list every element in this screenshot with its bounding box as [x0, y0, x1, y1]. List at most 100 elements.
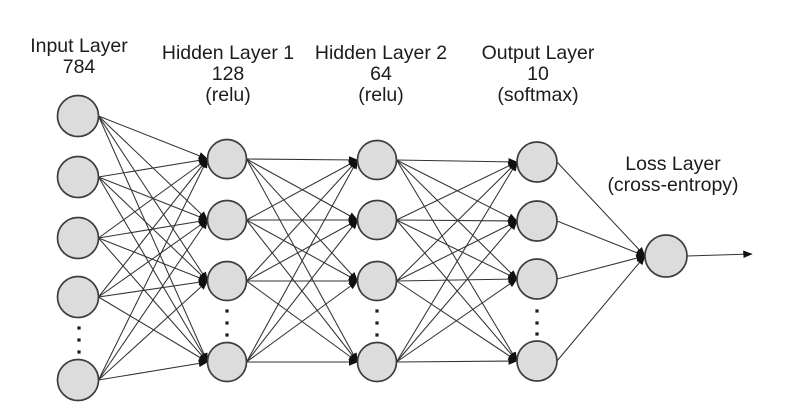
edge — [98, 219, 209, 298]
layer-output-nodes — [516, 141, 558, 382]
edge — [98, 296, 209, 363]
layer-label-output-line-2: 10 — [527, 63, 549, 85]
layer-hidden2-nodes — [356, 139, 398, 383]
ellipsis-dot — [77, 338, 81, 342]
node-output-1 — [516, 141, 558, 183]
edge — [396, 219, 518, 362]
node-input-1 — [56, 94, 100, 138]
edge — [246, 219, 359, 282]
edge — [396, 220, 518, 363]
edge — [396, 220, 518, 282]
edge — [396, 357, 518, 365]
node-input-3 — [56, 216, 100, 260]
edge — [98, 158, 208, 298]
node-hidden2-3 — [356, 260, 398, 302]
edges-output-loss — [556, 161, 646, 362]
layer-hidden1-nodes — [206, 138, 248, 383]
edge — [98, 278, 209, 298]
edge — [98, 158, 208, 381]
edges-input-hidden1 — [98, 115, 209, 381]
edge — [246, 159, 359, 221]
edges-hidden1-hidden2 — [246, 156, 359, 366]
layer-label-hidden2-line-2: 64 — [370, 63, 392, 85]
edge — [396, 278, 518, 363]
layer-label-input-line-1: Input Layer — [30, 35, 128, 57]
layer-label-loss-line-1: Loss Layer — [625, 153, 721, 175]
edge — [556, 255, 646, 362]
node-output-2 — [516, 200, 558, 242]
edge — [396, 161, 518, 221]
node-hidden1-3 — [206, 260, 248, 302]
ellipsis-dot — [225, 333, 229, 337]
node-input-4 — [56, 275, 100, 319]
ellipsis-input — [77, 326, 81, 354]
edge — [396, 275, 518, 283]
layer-label-hidden1-line-1: Hidden Layer 1 — [162, 42, 294, 64]
loss-output-arrow — [686, 250, 753, 259]
edge — [246, 156, 359, 164]
edge — [396, 161, 518, 363]
ellipsis-dot — [77, 326, 81, 330]
edge — [98, 115, 209, 160]
edge — [556, 254, 646, 280]
edge — [396, 159, 518, 362]
ellipsis-dot — [535, 332, 539, 336]
edge — [556, 220, 646, 257]
layer-label-hidden2: Hidden Layer 264(relu) — [315, 42, 447, 106]
edge — [98, 158, 209, 239]
layer-loss-nodes — [644, 234, 688, 278]
node-hidden2-4 — [356, 341, 398, 383]
edge — [98, 219, 208, 381]
edge — [246, 159, 358, 363]
edge — [98, 115, 208, 363]
layer-label-hidden2-line-3: (relu) — [358, 84, 404, 106]
edge — [98, 217, 209, 239]
edge — [98, 359, 209, 381]
ellipsis-output — [535, 309, 539, 336]
edge — [556, 161, 646, 257]
layer-input-nodes — [56, 94, 100, 402]
ellipsis-dot — [375, 321, 379, 325]
edge — [396, 158, 518, 166]
node-hidden2-1 — [356, 139, 398, 181]
edge — [396, 161, 518, 282]
node-output-3 — [516, 258, 558, 300]
layer-label-output-line-3: (softmax) — [497, 84, 578, 106]
edge — [396, 217, 518, 225]
layer-label-hidden1-line-3: (relu) — [205, 84, 251, 106]
node-hidden1-2 — [206, 199, 248, 241]
layer-label-hidden2-line-1: Hidden Layer 2 — [315, 42, 447, 64]
edge — [98, 156, 209, 178]
ellipsis-dot — [225, 321, 229, 325]
ellipsis-dot — [535, 309, 539, 313]
node-input-5 — [56, 358, 100, 402]
ellipsis-dot — [225, 309, 229, 313]
node-hidden2-2 — [356, 199, 398, 241]
ellipsis-hidden2 — [375, 309, 379, 337]
layer-label-hidden1-line-2: 128 — [212, 63, 245, 85]
edge — [246, 159, 359, 282]
node-loss-1 — [644, 234, 688, 278]
node-hidden1-4 — [206, 341, 248, 383]
edges-hidden2-output — [396, 158, 518, 365]
ellipsis-hidden1 — [225, 309, 229, 337]
layer-label-loss-line-2: (cross-entropy) — [607, 174, 738, 196]
edge — [246, 219, 358, 363]
edge — [98, 280, 209, 381]
node-hidden1-1 — [206, 138, 248, 180]
ellipsis-dot — [77, 350, 81, 354]
node-input-2 — [56, 155, 100, 199]
layer-label-loss: Loss Layer(cross-entropy) — [607, 153, 738, 196]
layer-label-input-line-2: 784 — [63, 56, 96, 78]
ellipsis-dot — [375, 333, 379, 337]
edge — [396, 159, 518, 280]
edge — [98, 237, 209, 282]
ellipsis-dot — [375, 309, 379, 313]
node-output-4 — [516, 340, 558, 382]
layer-label-output-line-1: Output Layer — [482, 42, 595, 64]
